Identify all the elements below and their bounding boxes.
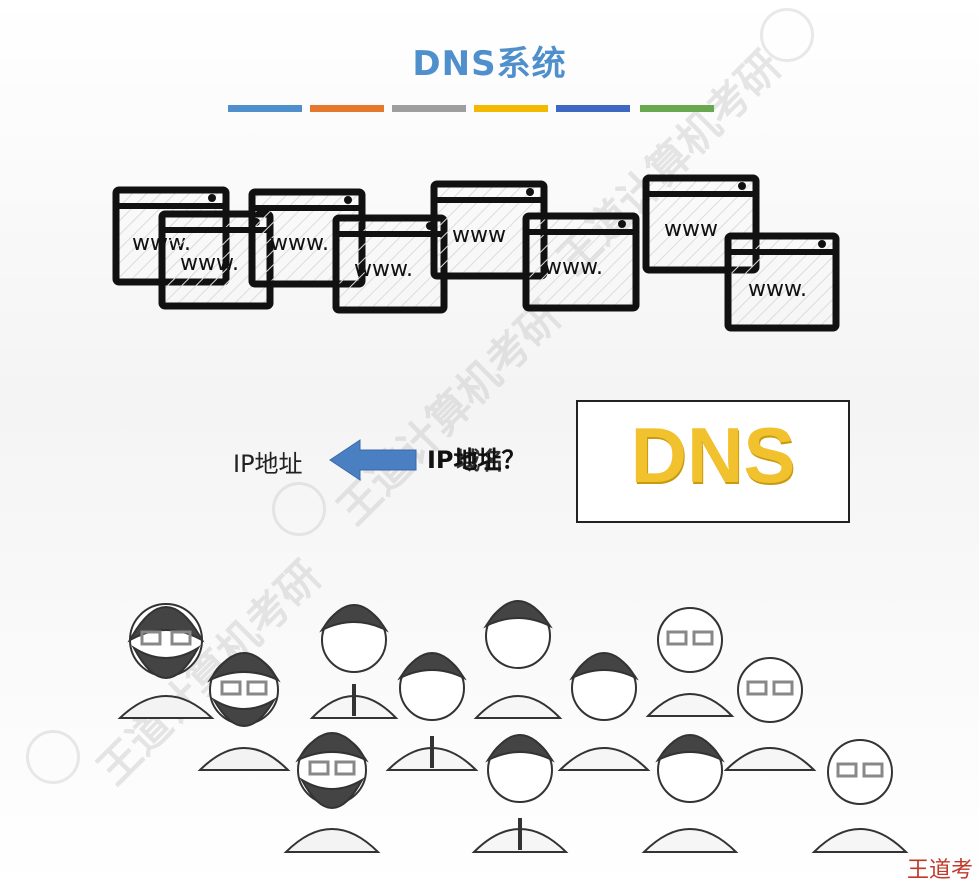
browser-window-icon: www. [332,214,448,314]
color-segment [474,105,548,112]
person-avatar-icon [641,734,739,853]
www-label: www. [354,257,413,282]
dns-server-box: DNS [576,400,850,523]
ip-address-label: IP地址 [233,450,303,478]
color-segment [310,105,384,112]
person-avatar-icon [723,657,817,771]
person-avatar-icon [309,604,399,719]
person-avatar-icon [557,652,651,771]
person-avatar-icon [645,607,735,717]
person-avatar-icon [197,652,291,771]
color-segment [556,105,630,112]
www-label: www [664,217,718,242]
www-label: www. [270,231,329,256]
www-label: www. [748,277,807,302]
www-label: www. [180,251,239,276]
watermark-logo-icon [26,730,80,784]
person-avatar-icon [473,600,563,719]
question-text: IP地址？ [427,446,526,474]
www-label: www. [544,255,603,280]
watermark-logo-icon [272,482,326,536]
person-avatar-icon [811,739,909,853]
brand-corner-text: 王道考 [906,858,973,883]
watermark-logo-icon [760,8,814,62]
browser-window-icon: www. [724,232,840,332]
person-avatar-icon [471,734,569,853]
color-segment [392,105,466,112]
domain-overlap-text: 域名 [456,447,504,475]
www-label: www [452,223,506,248]
page-title: DNS系统 [412,44,567,84]
person-avatar-icon [117,603,215,719]
browser-window-icon: www. [522,212,640,312]
dns-label: DNS [630,411,796,499]
color-segment [640,105,714,112]
question-label: IP地址？ [427,440,526,475]
color-segment [228,105,302,112]
person-avatar-icon [385,652,479,771]
person-avatar-icon [283,732,381,853]
